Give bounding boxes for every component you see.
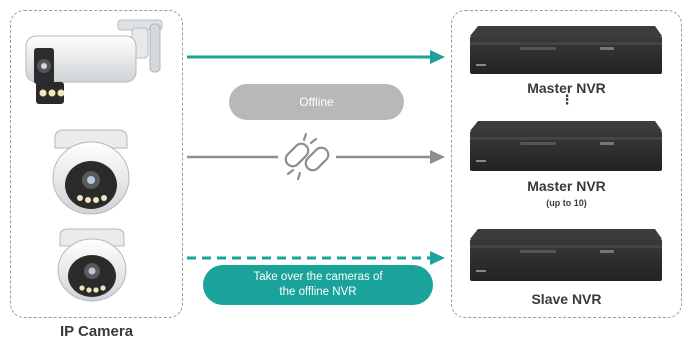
dome-camera-icon [52,129,130,215]
nvr-device-icon [470,229,662,281]
takeover-badge: Take over the cameras of the offline NVR [203,265,433,305]
connection-arrow-solid-teal [187,50,445,64]
nvr-label-master-2: Master NVR [527,178,606,194]
takeover-line-1: Take over the cameras of [253,271,383,283]
dome-camera-icon [57,228,127,302]
takeover-line-2: the offline NVR [279,286,357,298]
broken-link-icon [284,132,330,181]
nvr-device-icon [470,26,662,74]
camera-group-box [10,10,183,318]
vertical-ellipsis: ⋮ [560,92,574,107]
nvr-sublabel-master-2: (up to 10) [546,198,587,208]
nvr-device-icon [470,121,662,171]
nvr-group-box [451,10,682,318]
offline-badge: Offline [229,84,404,120]
connection-arrow-gray-broken [187,150,445,164]
bullet-camera-icon [25,19,163,104]
nvr-label-master-1: Master NVR [527,80,606,96]
connection-arrow-dashed-teal [187,251,445,265]
nvr-label-slave: Slave NVR [531,291,602,307]
camera-group-label: IP Camera [59,323,134,340]
offline-text: Offline [299,95,334,109]
